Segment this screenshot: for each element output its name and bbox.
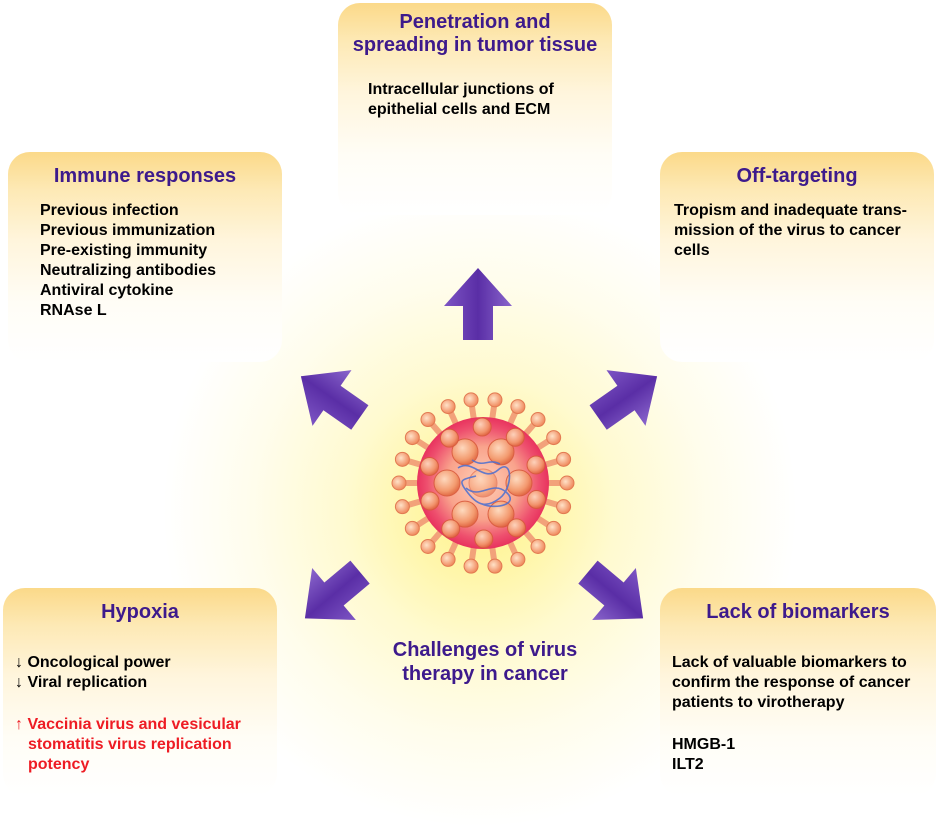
virus-spike-knob <box>394 451 410 467</box>
card-lack-of-biomarkers: Lack of biomarkers Lack of valuable biom… <box>660 588 936 796</box>
virus-spike-knob <box>487 392 503 408</box>
card-biomarkers-title: Lack of biomarkers <box>706 601 890 623</box>
card-immune-body: Previous infection Previous immunization… <box>40 202 217 319</box>
virus-spike-knob <box>404 520 420 536</box>
card-penetration: Penetration and spreading in tumor tissu… <box>338 3 612 215</box>
card-hypoxia-highlight: ↑ Vaccinia virus and vesicular stomatiti… <box>15 716 241 773</box>
virus-capsomere <box>526 490 546 510</box>
virus-spike-knob <box>463 558 479 574</box>
virus-spike-knob <box>559 475 575 491</box>
virus-capsomeres <box>420 417 546 549</box>
virus-capsomere <box>505 427 525 447</box>
card-penetration-title: Penetration and spreading in tumor tissu… <box>352 11 598 56</box>
virus-spike-knob <box>556 499 572 515</box>
center-title: Challenges of virus therapy in cancer <box>392 639 578 685</box>
virus-capsomere <box>439 428 459 448</box>
virus-capsomere <box>487 500 515 528</box>
card-off-targeting: Off-targeting Tropism and inadequate tra… <box>660 152 934 362</box>
virus-spike-knob <box>420 412 436 428</box>
virus-capsomere <box>451 500 479 528</box>
virus-capsomere <box>487 438 515 466</box>
virus-spike-knob <box>440 399 456 415</box>
virus-spike-knob <box>530 412 546 428</box>
virus-capsomere <box>433 469 461 497</box>
virus-spike-knob <box>394 499 410 515</box>
virus-capsomere <box>507 518 527 538</box>
virus-capsomere <box>420 491 440 511</box>
virus-spike-knob <box>404 430 420 446</box>
card-penetration-body: Intracellular junctions of epithelial ce… <box>368 81 554 118</box>
virus-spike-knob <box>510 399 526 415</box>
card-hypoxia-body: ↓ Oncological power ↓ Viral replication <box>15 654 171 691</box>
virus-genome <box>457 459 511 508</box>
virus-spike-knob <box>556 451 572 467</box>
virus-spike-knob <box>391 475 407 491</box>
virus-spike-knob <box>530 538 546 554</box>
virus-capsomere <box>474 529 494 549</box>
virus-capsomere <box>472 417 492 437</box>
virus-spike-knob <box>440 551 456 567</box>
card-biomarkers-body: Lack of valuable biomarkers to confirm t… <box>672 654 911 711</box>
virus-capsomere <box>441 519 461 539</box>
card-hypoxia: Hypoxia ↓ Oncological power ↓ Viral repl… <box>3 588 277 796</box>
card-hypoxia-title: Hypoxia <box>101 601 179 623</box>
card-immune-title: Immune responses <box>53 165 237 187</box>
card-off-targeting-body: Tropism and inadequate trans- mission of… <box>674 202 907 259</box>
virus-spike-knob <box>546 520 562 536</box>
card-biomarkers-markers: HMGB-1 ILT2 <box>672 736 736 773</box>
virus-spike-knob <box>487 558 503 574</box>
virus-spike-knob <box>510 551 526 567</box>
virus-capsomere <box>505 469 533 497</box>
virus-capsomere <box>420 456 440 476</box>
virus-spike-knob <box>420 538 436 554</box>
card-immune-responses: Immune responses Previous infection Prev… <box>8 152 282 362</box>
virus-spike-knob <box>546 430 562 446</box>
virus-spike-knob <box>463 392 479 408</box>
virus-capsomere <box>526 455 546 475</box>
card-off-targeting-title: Off-targeting <box>736 165 858 187</box>
virus-illustration <box>391 392 575 574</box>
